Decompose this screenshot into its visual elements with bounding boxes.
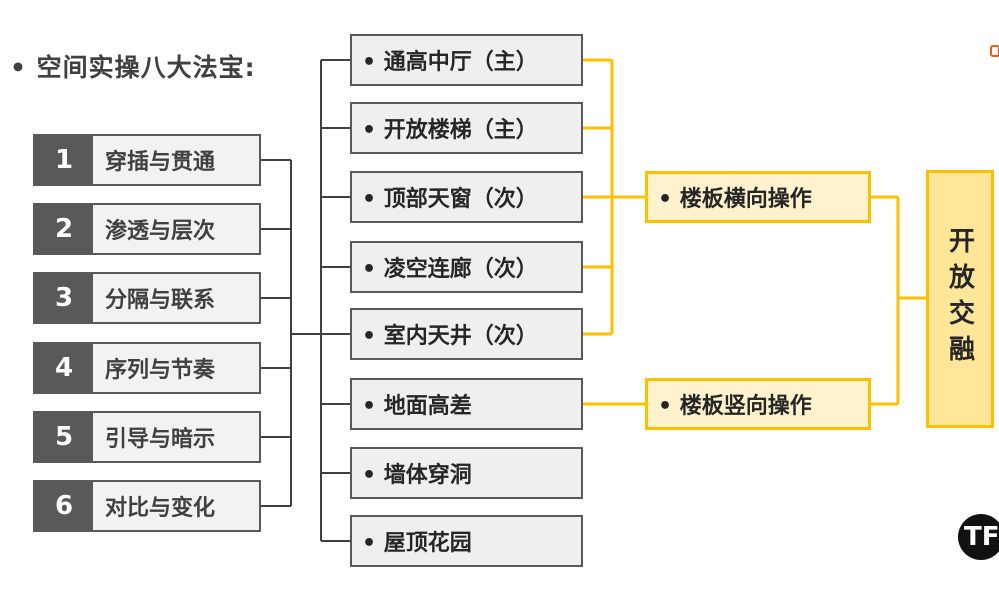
logo: TF (958, 514, 999, 560)
technique-item-6: 6 对比与变化 (33, 480, 261, 532)
treasure-item-1: • 通高中厅（主） (350, 34, 583, 86)
technique-item-2: 2 渗透与层次 (33, 203, 261, 255)
treasure-item-2: • 开放楼梯（主） (350, 102, 583, 154)
technique-label: 序列与节奏 (93, 344, 259, 392)
technique-number: 4 (35, 344, 93, 392)
result-box: 开放交融 (926, 170, 994, 428)
technique-label: 穿插与贯通 (93, 136, 259, 184)
technique-item-3: 3 分隔与联系 (33, 272, 261, 324)
treasure-item-5: • 室内天井（次） (350, 308, 583, 360)
treasure-item-8: • 屋顶花园 (350, 515, 583, 567)
technique-label: 渗透与层次 (93, 205, 259, 253)
technique-label: 分隔与联系 (93, 274, 259, 322)
operation-vertical: • 楼板竖向操作 (645, 378, 871, 430)
technique-number: 6 (35, 482, 93, 530)
technique-number: 2 (35, 205, 93, 253)
technique-item-4: 4 序列与节奏 (33, 342, 261, 394)
technique-item-1: 1 穿插与贯通 (33, 134, 261, 186)
corner-mark-icon (990, 45, 999, 57)
operation-horizontal: • 楼板横向操作 (645, 171, 871, 223)
treasure-item-4: • 凌空连廊（次） (350, 241, 583, 293)
treasure-item-3: • 顶部天窗（次） (350, 171, 583, 223)
technique-item-5: 5 引导与暗示 (33, 411, 261, 463)
technique-number: 5 (35, 413, 93, 461)
technique-number: 1 (35, 136, 93, 184)
technique-number: 3 (35, 274, 93, 322)
treasure-item-6: • 地面高差 (350, 378, 583, 430)
technique-label: 对比与变化 (93, 482, 259, 530)
treasure-item-7: • 墙体穿洞 (350, 447, 583, 499)
technique-label: 引导与暗示 (93, 413, 259, 461)
diagram-title: • 空间实操八大法宝: (10, 53, 256, 82)
